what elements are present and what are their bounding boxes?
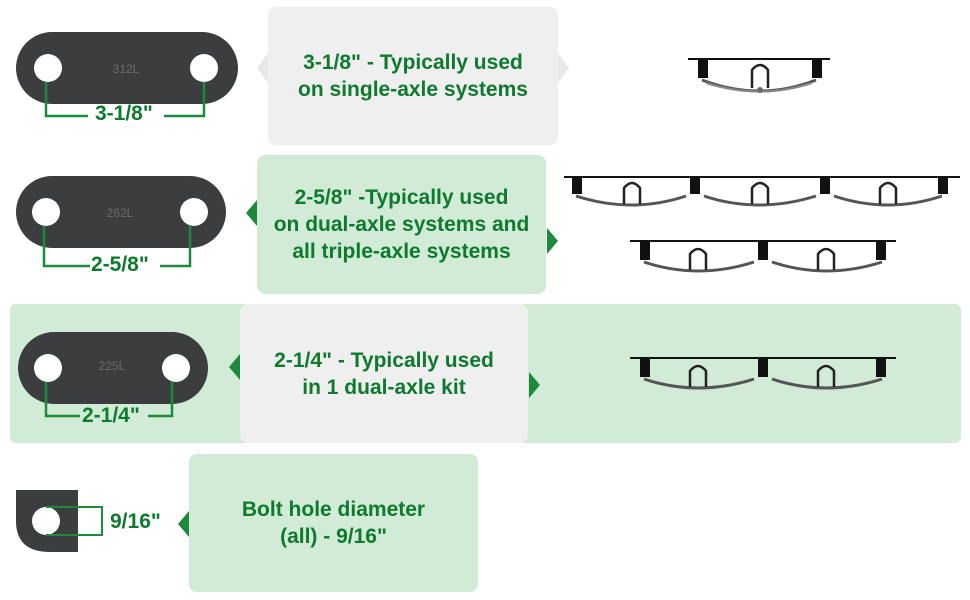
bolt-hole-left [34,54,62,82]
triple-axle-suspension-diagram [564,176,960,207]
plate-body [18,332,208,404]
diameter-bracket [46,506,103,536]
hole-diameter-label: 9/16" [110,510,161,533]
dimension-bracket [44,382,174,418]
bolt-hole-right [190,54,218,82]
description-panel-4: Bolt hole diameter (all) - 9/16" [189,454,478,592]
dimension-bracket [42,226,192,268]
dual-axle-suspension-diagram-row2 [630,240,896,273]
plate-stamp: 262L [107,206,134,220]
arrow-left-icon [246,200,257,226]
dimension-bracket [44,82,206,118]
plate-dimension-label: 2-5/8" [91,253,149,276]
arrow-left-icon [257,53,268,83]
arrow-right-icon [547,228,558,254]
single-axle-suspension-diagram [688,58,830,93]
bolt-hole-detail [16,490,103,552]
description-text: Bolt hole diameter (all) - 9/16" [241,498,426,548]
shackle-plate-262l: 262L [16,176,226,268]
bolt-hole-right [180,198,208,226]
arrow-left-icon [229,354,240,380]
bolt-hole-left [32,198,60,226]
description-text: 2-5/8" -Typically used on dual-axle syst… [273,186,530,263]
dual-axle-suspension-diagram [630,357,896,390]
description-panel-3: 2-1/4" - Typically used in 1 dual-axle k… [240,304,528,443]
description-text: 2-1/4" - Typically used in 1 dual-axle k… [274,348,494,399]
shackle-plate-312l: 312L [16,32,238,118]
arrow-right-icon [529,372,540,398]
plate-stamp: 225L [99,359,126,373]
plate-body [16,176,226,248]
description-panel-2: 2-5/8" -Typically used on dual-axle syst… [257,155,546,294]
bolt-hole [32,507,60,535]
bolt-hole-left [34,354,62,382]
arrow-left-icon [178,511,189,537]
plate-dimension-label: 2-1/4" [82,404,140,427]
bolt-hole-right [162,354,190,382]
plate-body [16,32,238,104]
description-text: 3-1/8" - Typically used on single-axle s… [298,51,528,101]
plate-stamp: 312L [113,62,140,76]
arrow-right-icon [558,53,569,83]
plate-dimension-label: 3-1/8" [95,102,153,125]
description-panel-1: 3-1/8" - Typically used on single-axle s… [268,7,558,145]
shackle-plate-225l: 225L [18,332,208,418]
